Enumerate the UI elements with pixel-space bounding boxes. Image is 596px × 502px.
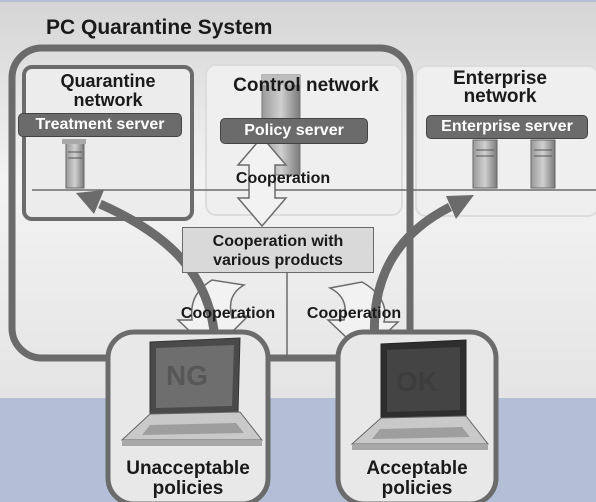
cooperation-label-right: Cooperation [306, 305, 402, 322]
treatment-server-label: Treatment server [18, 113, 182, 137]
control-network-label: Control network [233, 75, 379, 96]
quarantine-network-label: Quarantine network [60, 71, 156, 110]
diagram-title: PC Quarantine System [46, 16, 273, 39]
policy-server-label: Policy server [220, 118, 368, 144]
cooperation-label-top: Cooperation [235, 170, 331, 187]
ng-screen-text: NG [166, 360, 208, 391]
ok-access-arrow [369, 202, 453, 346]
enterprise-network-label: Enterprise network [453, 68, 547, 107]
cooperation-box-line1: Cooperation with [212, 233, 344, 250]
cooperation-double-arrow [236, 135, 288, 228]
enterprise-server-icon-2 [530, 139, 556, 189]
ng-redirect-arrowhead [76, 190, 104, 214]
treatment-server-icon [62, 139, 86, 189]
ok-access-arrowhead [446, 195, 474, 219]
cooperation-box-line2: various products [213, 252, 343, 269]
acceptable-policies-label: Acceptable policies [366, 458, 468, 499]
ok-laptop-icon [350, 339, 490, 450]
unacceptable-policies-label: Unacceptable policies [126, 458, 250, 499]
ok-screen-text: OK [396, 366, 438, 397]
enterprise-server-icon-1 [472, 139, 498, 189]
ng-redirect-arrow [98, 199, 220, 341]
cooperation-products-box: Cooperation with various products [182, 227, 374, 273]
cooperation-label-left: Cooperation [180, 305, 276, 322]
enterprise-server-label: Enterprise server [426, 115, 588, 139]
ng-laptop-icon [120, 337, 264, 446]
